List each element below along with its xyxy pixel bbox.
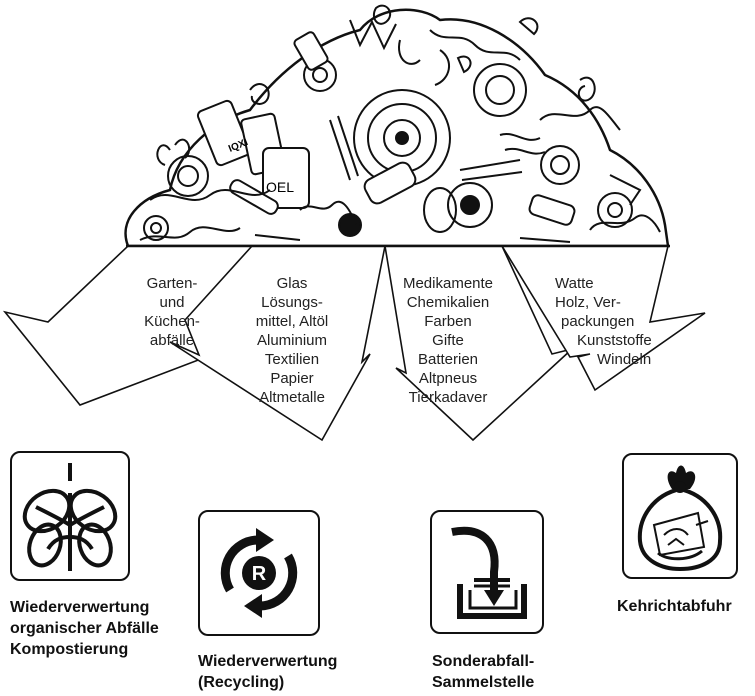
caption-recycling: Wiederverwertung (Recycling)	[198, 651, 337, 693]
arrow-4-line-4: Kunststoffe	[577, 332, 652, 349]
hazardous-box	[430, 510, 544, 634]
arrows-group	[2, 244, 706, 442]
caption-recycling-line-2: (Recycling)	[198, 674, 285, 691]
arrow-2-line-6: Papier	[270, 370, 314, 387]
recycling-box: R	[198, 510, 320, 636]
caption-compost: Wiederverwertung organischer Abfälle Kom…	[10, 597, 159, 660]
recycling-badge: R	[252, 563, 267, 585]
arrow-3-line-4: Gifte	[432, 332, 464, 349]
arrow-2-line-7: Altmetalle	[259, 389, 325, 406]
arrow-recycling	[169, 245, 386, 442]
arrow-2-line-1: Glas	[276, 275, 308, 292]
arrow-3-line-1: Medikamente	[402, 275, 494, 292]
arrow-2-text: Glas Lösungs- mittel, Altöl Aluminium Te…	[231, 274, 353, 407]
arrow-3-line-7: Tierkadaver	[408, 389, 488, 406]
arrow-3-line-2: Chemikalien	[406, 294, 490, 311]
arrow-1-line-1: Garten-	[146, 275, 198, 292]
waste-heap-illustration	[124, 4, 670, 248]
arrow-garbage	[500, 245, 706, 392]
hazardous-collection-icon	[451, 526, 527, 619]
arrow-4-line-2: Holz, Ver-	[555, 294, 621, 311]
caption-recycling-line-1: Wiederverwertung	[198, 653, 338, 670]
compost-leaves-icon	[22, 463, 118, 571]
caption-hazardous: Sonderabfall- Sammelstelle	[432, 651, 534, 693]
garbage-box	[622, 453, 738, 579]
compost-box	[10, 451, 130, 581]
arrow-2-line-5: Textilien	[264, 351, 320, 368]
arrow-2-line-3: mittel, Altöl	[255, 313, 329, 330]
caption-compost-line-1: Wiederverwertung	[10, 599, 150, 616]
recycling-icon: R	[220, 528, 298, 618]
caption-compost-line-2: organischer Abfälle	[10, 620, 159, 637]
arrow-hazardous	[384, 245, 573, 442]
caption-hazardous-line-2: Sammelstelle	[432, 674, 535, 691]
arrow-4-line-1: Watte	[555, 275, 594, 292]
arrow-1-line-3: Küchen-	[144, 313, 200, 330]
arrow-1-line-2: und	[159, 294, 185, 311]
caption-garbage-line-1: Kehrichtabfuhr	[617, 598, 732, 615]
arrow-3-text: Medikamente Chemikalien Farben Gifte Bat…	[378, 274, 518, 407]
caption-garbage: Kehrichtabfuhr	[617, 596, 732, 617]
arrow-2-line-2: Lösungs-	[261, 294, 323, 311]
caption-compost-line-3: Kompostierung	[10, 641, 129, 658]
arrow-1-line-4: abfälle	[149, 332, 195, 349]
heap-label-2: OEL	[266, 179, 294, 195]
arrow-2-line-4: Aluminium	[256, 332, 328, 349]
caption-hazardous-line-1: Sonderabfall-	[432, 653, 535, 670]
garbage-bag-icon	[637, 465, 723, 572]
arrow-4-line-5: Windeln	[597, 351, 652, 368]
arrow-3-line-5: Batterien	[417, 351, 479, 368]
arrow-4-line-3: packungen	[561, 313, 635, 330]
arrow-4-text: Watte Holz, Ver- packungen Kunststoffe W…	[545, 274, 685, 369]
arrow-1-text: Garten- und Küchen- abfälle	[112, 274, 232, 350]
arrow-3-line-6: Altpneus	[418, 370, 478, 387]
arrow-3-line-3: Farben	[424, 313, 472, 330]
